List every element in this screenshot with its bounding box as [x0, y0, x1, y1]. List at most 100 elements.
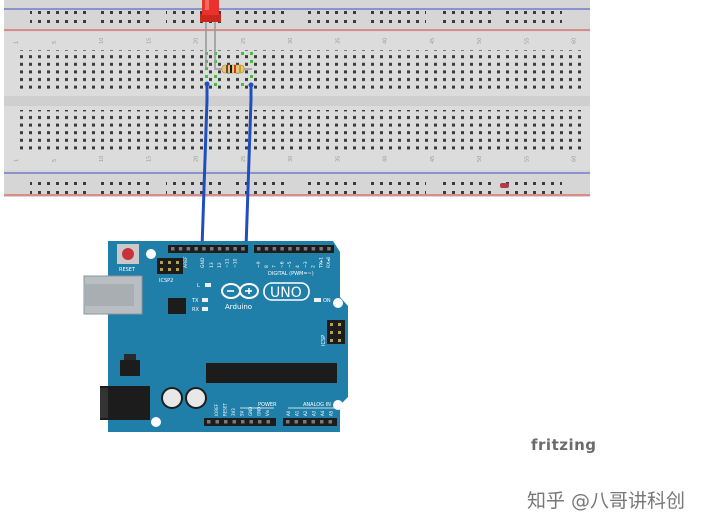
led-l-label: L: [197, 283, 200, 289]
power-pin-label: GND: [248, 407, 253, 416]
led-tx-indicator: [202, 298, 208, 302]
icsp-header: [327, 320, 345, 344]
column-number: 45: [430, 38, 436, 44]
atmega-chip: [206, 363, 337, 383]
voltage-regulator: [120, 360, 140, 376]
top-rail-holes: [30, 11, 562, 29]
aref-label: AREF: [183, 256, 189, 268]
power-pin-label: GND: [257, 407, 262, 416]
column-number: 40: [383, 156, 389, 162]
uno-badge: [263, 282, 310, 301]
column-number: 45: [430, 156, 436, 162]
power-label: POWER: [258, 402, 277, 408]
icsp2-header: [157, 258, 183, 274]
power-pin-label: 5V: [240, 410, 245, 416]
column-number: 55: [524, 156, 530, 162]
power-pin-label: 3V3: [231, 408, 236, 416]
digital-pin-label: 4: [295, 265, 301, 268]
column-number: 30: [288, 38, 294, 44]
column-number: 30: [288, 156, 294, 162]
column-number: 50: [477, 38, 483, 44]
column-number: 60: [572, 38, 578, 44]
mounting-hole: [151, 417, 161, 427]
column-number: 25: [241, 156, 247, 162]
digital-header-left: [168, 245, 248, 253]
digital-pin-label: ~6: [279, 261, 285, 268]
upper-terminal-holes: [15, 50, 582, 90]
lower-terminal-holes: [15, 110, 582, 150]
icsp2-label: ICSP2: [159, 278, 173, 284]
arduino-brand-text: Arduino: [225, 303, 252, 311]
power-pin-label: Vin: [265, 409, 270, 416]
led-on-label: ON: [323, 298, 331, 304]
center-channel: [4, 96, 590, 106]
digital-header-holes: [171, 247, 331, 251]
column-number: 25: [241, 38, 247, 44]
jumper-wires: [200, 81, 254, 250]
usb-chip: [168, 298, 186, 314]
column-number: 35: [335, 156, 341, 162]
digital-label: DIGITAL (PWM=~): [268, 271, 314, 277]
digital-pin-label: TX▸1: [318, 257, 324, 269]
digital-pin-label: 8: [264, 265, 270, 268]
digital-pin-label: ~5: [287, 261, 293, 268]
bottom-header-holes: [207, 420, 332, 424]
reset-label: RESET: [119, 267, 136, 273]
wire-gnd: [200, 82, 209, 250]
led-l-indicator: [205, 283, 211, 287]
power-pin-label: IOREF: [214, 403, 219, 416]
led-rx-indicator: [202, 307, 208, 311]
digital-header-right: [254, 245, 334, 253]
arduino-logo: UNO Arduino: [221, 282, 310, 311]
column-number: 1: [14, 159, 20, 162]
led: [200, 0, 221, 68]
rail-marker: [500, 183, 509, 188]
digital-pin-label: 2: [311, 265, 317, 268]
column-number: 15: [146, 38, 152, 44]
analog-pin-label: A3: [312, 410, 317, 416]
column-number: 55: [524, 38, 530, 44]
column-number: 50: [477, 156, 483, 162]
led-rim: [200, 14, 221, 22]
column-number: 20: [194, 156, 200, 162]
led-rx-label: RX: [192, 307, 199, 313]
digital-pin-label: 13: [209, 262, 215, 268]
board-outline: [108, 241, 348, 432]
analog-pin-label: A2: [303, 410, 308, 416]
column-number: 35: [335, 38, 341, 44]
analog-header: [283, 418, 337, 426]
analog-label: ANALOG IN: [303, 402, 331, 408]
digital-pin-label: 7: [272, 265, 278, 268]
power-pin-label: RESET: [223, 403, 228, 416]
digital-pin-label: ~9: [256, 261, 262, 268]
fritzing-brand: fritzing: [531, 436, 597, 454]
mounting-hole: [333, 298, 343, 308]
digital-pin-label: 12: [217, 262, 223, 268]
led-on-indicator: [314, 298, 321, 302]
digital-pin-label: ~11: [225, 258, 231, 268]
mounting-hole: [333, 400, 343, 410]
led-tx-label: TX: [191, 298, 199, 304]
top-power-rail: [4, 0, 590, 32]
column-number: 5: [52, 159, 58, 162]
analog-pin-label: A1: [295, 410, 300, 416]
icsp-label: ICSP: [321, 335, 327, 346]
digital-pin-label: RX◂0: [326, 257, 332, 268]
column-number: 40: [383, 38, 389, 44]
analog-pin-label: A4: [320, 410, 325, 416]
gnd-label: GND: [200, 257, 206, 268]
column-number: 10: [99, 38, 105, 44]
power-header: [204, 418, 276, 426]
digital-pin-label: ~10: [232, 258, 238, 268]
column-number: 5: [52, 41, 58, 44]
resistor: [214, 64, 252, 74]
wire-pin13: [244, 83, 253, 250]
led-body: [202, 0, 219, 15]
uno-text: UNO: [270, 285, 302, 301]
